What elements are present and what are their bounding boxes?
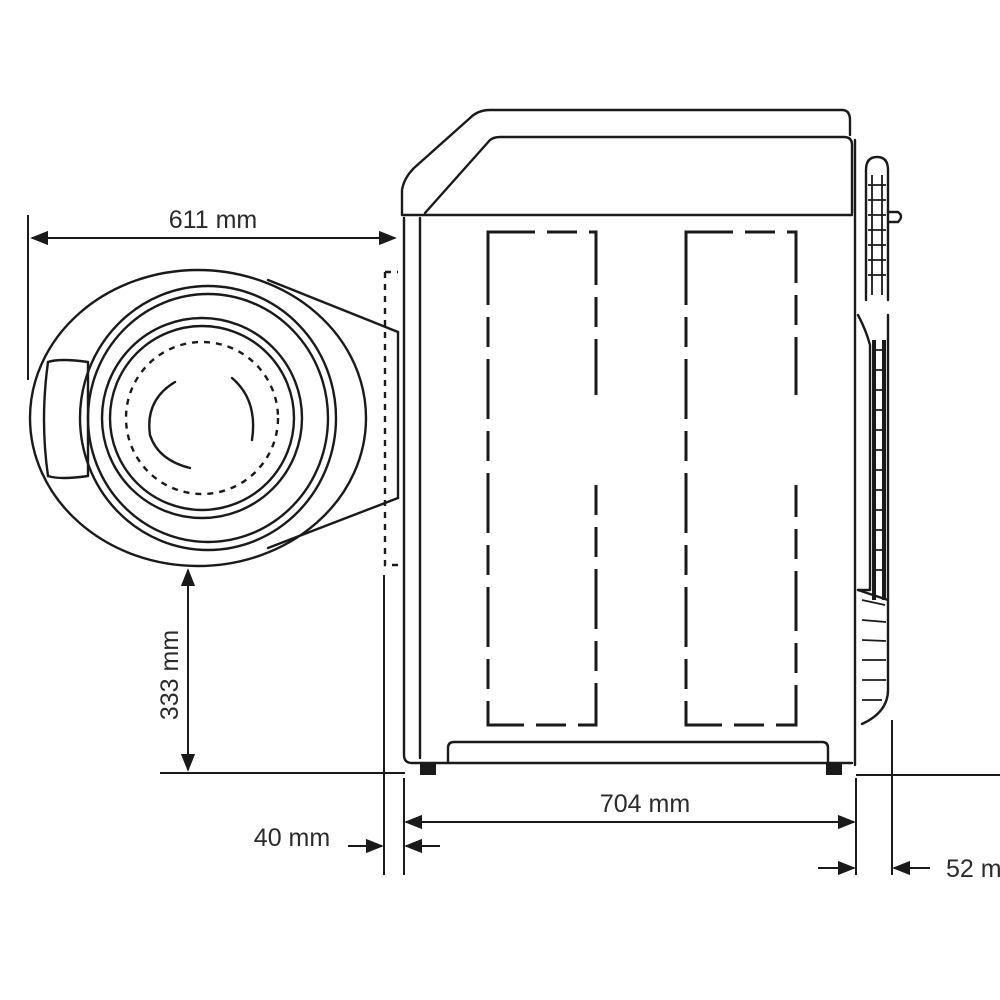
door-width-label: 611 mm xyxy=(169,206,257,234)
cabinet xyxy=(400,108,857,775)
open-door xyxy=(28,268,400,568)
rear-clearance-label: 52 mm xyxy=(946,855,1000,883)
dimension-lines xyxy=(27,215,1000,876)
door-height-label: 333 mm xyxy=(156,630,184,720)
door-clearance-label: 40 mm xyxy=(254,824,330,852)
depth-label: 704 mm xyxy=(600,790,690,818)
side-panel-outlines xyxy=(486,230,798,727)
rear-vent-assembly xyxy=(856,155,903,726)
